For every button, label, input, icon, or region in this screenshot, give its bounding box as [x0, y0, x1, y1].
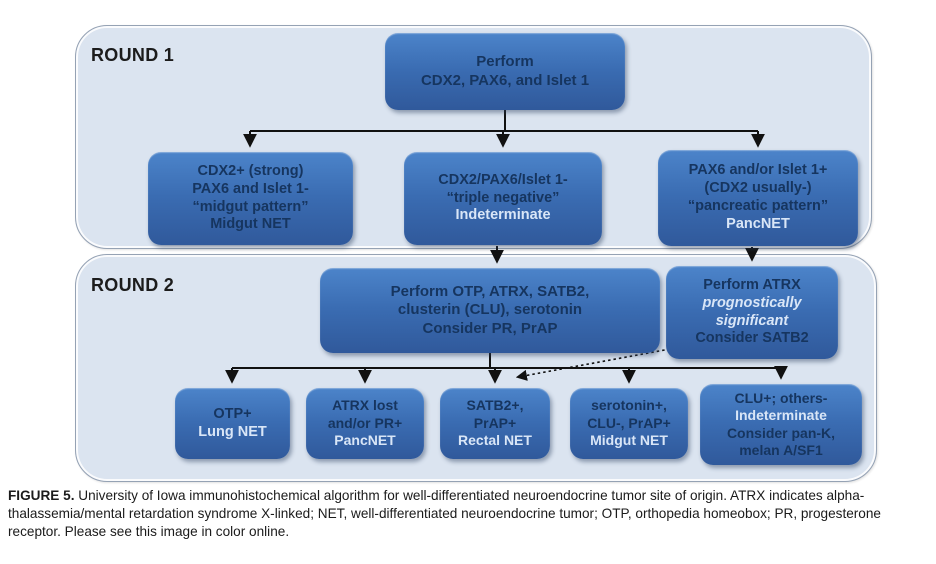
box-line: ATRX lost: [332, 397, 398, 414]
box-line: “midgut pattern”: [192, 198, 309, 215]
box-outcome-indeterminate: CLU+; others- Indeterminate Consider pan…: [700, 384, 862, 465]
round1-label: ROUND 1: [91, 45, 175, 65]
box-midgut-pattern: CDX2+ (strong) PAX6 and Islet 1- “midgut…: [148, 152, 353, 245]
figure-caption: FIGURE 5. University of Iowa immunohisto…: [8, 487, 929, 541]
box-line: Perform: [476, 52, 534, 70]
box-line: Indeterminate: [735, 407, 827, 424]
box-perform-round1: Perform CDX2, PAX6, and Islet 1: [385, 33, 625, 110]
box-perform-atrx: Perform ATRX prognostically significant …: [666, 266, 838, 359]
box-outcome-pancnet: ATRX lost and/or PR+ PancNET: [306, 388, 424, 459]
box-line: “triple negative”: [446, 189, 560, 206]
box-line: (CDX2 usually-): [704, 180, 812, 197]
box-line: Lung NET: [198, 423, 267, 440]
box-line: Midgut NET: [590, 432, 668, 449]
box-triple-negative: CDX2/PAX6/Islet 1- “triple negative” Ind…: [404, 152, 602, 245]
box-line: Indeterminate: [455, 207, 551, 224]
box-line: Perform ATRX: [703, 276, 801, 293]
box-line: and/or PR+: [327, 414, 403, 431]
dotted-arrow-atrx-to-rectal: [515, 348, 671, 381]
box-pancreatic-pattern: PAX6 and/or Islet 1+ (CDX2 usually-) “pa…: [658, 150, 858, 246]
box-line: Consider pan-K,: [726, 424, 836, 441]
figure-caption-label: FIGURE 5.: [8, 488, 75, 503]
box-line: Consider PR, PrAP: [422, 319, 558, 337]
box-line: CDX2/PAX6/Islet 1-: [438, 171, 568, 188]
box-outcome-rectal-net: SATB2+, PrAP+ Rectal NET: [440, 388, 550, 459]
box-line: PAX6 and Islet 1-: [192, 180, 309, 197]
box-perform-round2: Perform OTP, ATRX, SATB2, clusterin (CLU…: [320, 268, 660, 353]
box-line: OTP+: [213, 405, 252, 422]
box-line: Midgut NET: [210, 216, 291, 233]
box-line: PancNET: [334, 432, 396, 449]
box-line: Consider SATB2: [695, 330, 809, 347]
box-line: Rectal NET: [458, 432, 532, 449]
box-line: CDX2+ (strong): [197, 162, 304, 179]
round2-label: ROUND 2: [91, 275, 175, 295]
box-line: PancNET: [726, 215, 790, 232]
box-line: “pancreatic pattern”: [687, 198, 829, 214]
box-line: prognostically: [702, 294, 802, 311]
box-line: melan A/SF1: [739, 441, 823, 458]
box-line: PAX6 and/or Islet 1+: [688, 162, 828, 179]
box-line: Perform OTP, ATRX, SATB2,: [390, 282, 590, 300]
box-outcome-midgut-net: serotonin+, CLU-, PrAP+ Midgut NET: [570, 388, 688, 459]
box-line: CLU-, PrAP+: [587, 414, 671, 431]
box-line: SATB2+,: [466, 397, 524, 414]
box-line: significant: [715, 312, 789, 329]
box-line: PrAP+: [473, 414, 517, 431]
box-outcome-lung-net: OTP+ Lung NET: [175, 388, 290, 459]
box-line: clusterin (CLU), serotonin: [397, 301, 583, 319]
box-line: CLU+; others-: [734, 389, 828, 406]
box-line: serotonin+,: [591, 397, 667, 414]
box-line: CDX2, PAX6, and Islet 1: [420, 71, 590, 89]
figure-caption-text: University of Iowa immunohistochemical a…: [8, 488, 881, 539]
